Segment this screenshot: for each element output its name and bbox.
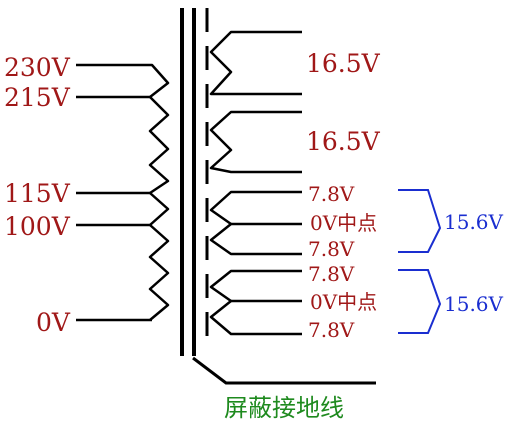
secondary-3-center-label: 0V中点: [310, 211, 377, 235]
secondary-winding-4: [209, 269, 302, 336]
tap-label-215v: 215V: [4, 83, 71, 112]
secondary-1-voltage: 16.5V: [306, 49, 381, 78]
secondary-winding-1: [209, 30, 302, 96]
transformer-core: [180, 8, 196, 356]
secondary-winding-3: [209, 190, 302, 256]
primary-winding: [76, 63, 170, 322]
secondary-3-sum-label: 15.6V: [444, 210, 504, 234]
tap-label-230v: 230V: [4, 53, 71, 82]
tap-label-115v: 115V: [4, 179, 71, 208]
tap-label-100v: 100V: [4, 212, 71, 241]
secondary-4-sum-label: 15.6V: [444, 292, 504, 316]
secondary-4-bottom-label: 7.8V: [308, 318, 355, 342]
secondary-3-top-label: 7.8V: [308, 182, 355, 206]
sum-brace-2: [398, 269, 442, 334]
secondary-4-top-label: 7.8V: [308, 262, 355, 286]
secondary-2-voltage: 16.5V: [306, 127, 381, 156]
secondary-winding-2: [209, 110, 302, 174]
secondary-4-center-label: 0V中点: [310, 290, 377, 314]
shield-line: [192, 8, 376, 385]
tap-label-0v: 0V: [36, 308, 71, 337]
shield-ground-label: 屏蔽接地线: [224, 394, 344, 422]
sum-brace-1: [398, 189, 442, 253]
secondary-3-bottom-label: 7.8V: [308, 237, 355, 261]
